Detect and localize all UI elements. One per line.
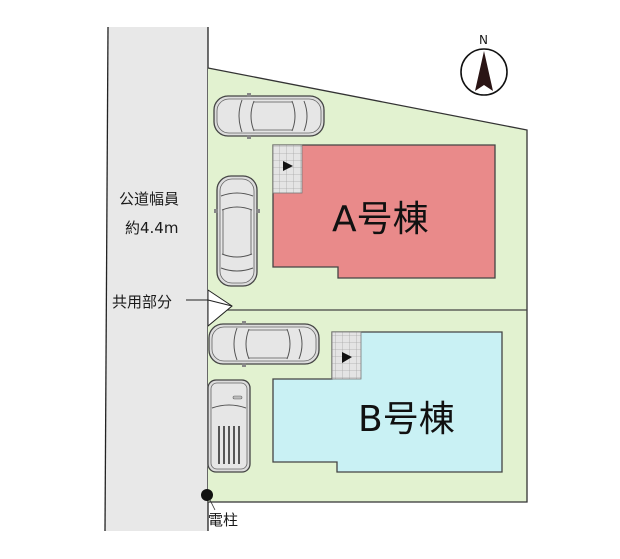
entrance-arrow-icon (342, 352, 352, 363)
shared-area-marker (186, 289, 233, 328)
car-b-top (208, 320, 320, 368)
utility-pole (201, 489, 216, 511)
car-b-left-minivan (207, 379, 251, 473)
north-arrow-icon (460, 48, 508, 96)
road-width-label-line2: 約4.4m (125, 219, 179, 237)
shared-area-label: 共用部分 (112, 293, 173, 311)
building-b-label: B号棟 (358, 399, 455, 440)
public-road (104, 26, 209, 532)
entrance-a (272, 144, 303, 194)
building-a (272, 144, 496, 279)
building-b (272, 331, 503, 473)
utility-pole-label: 電柱 (208, 511, 239, 529)
car-a-left (213, 175, 261, 287)
building-a-label: A号棟 (332, 199, 429, 240)
car-a-top (213, 92, 325, 140)
entrance-arrow-icon (283, 161, 293, 171)
compass-label: N (479, 33, 488, 47)
road-width-label-line1: 公道幅員 (119, 190, 180, 208)
